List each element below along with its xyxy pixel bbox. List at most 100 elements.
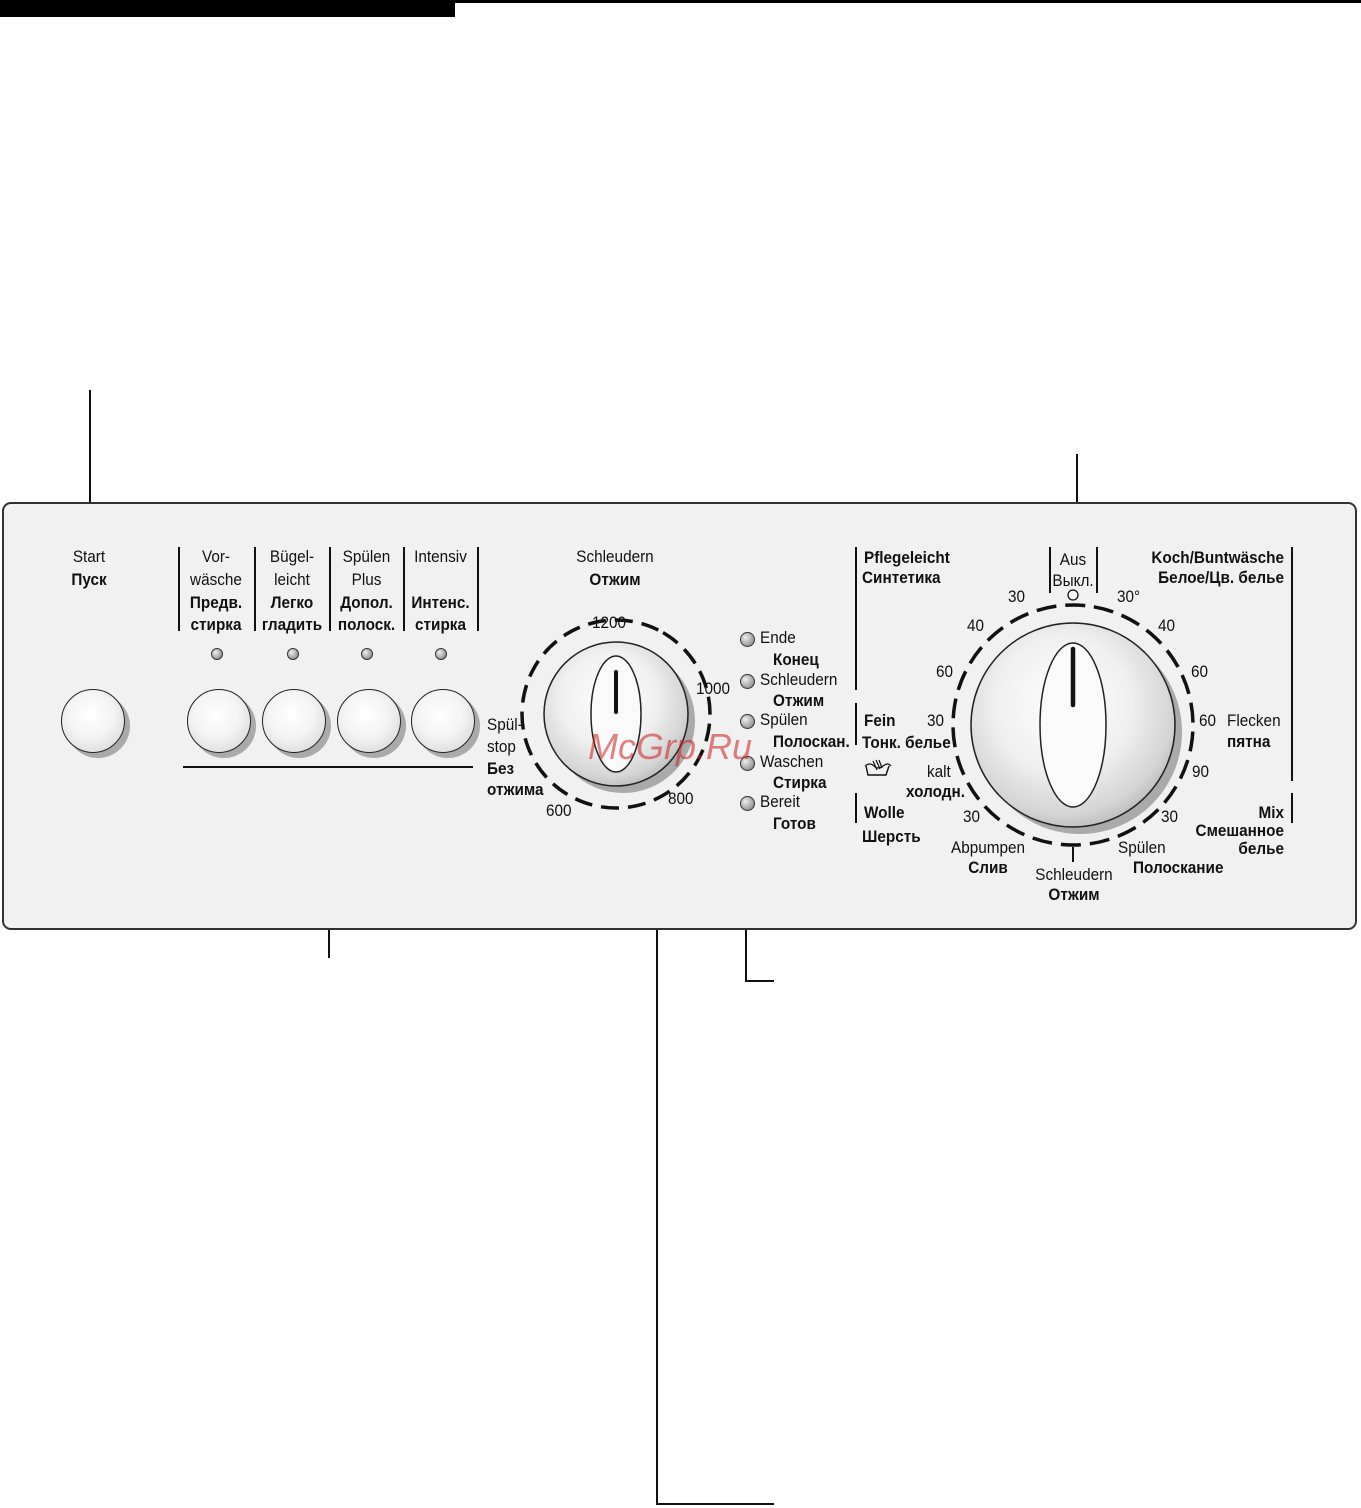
callout-line-spin xyxy=(656,820,658,1504)
option-divider xyxy=(254,547,256,631)
option-easyiron-ru2: гладить xyxy=(261,615,323,634)
status-schleudern-de: Schleudern xyxy=(760,670,838,689)
status-ende-ru: Конец xyxy=(773,650,819,669)
status-waschen-de: Waschen xyxy=(760,752,824,771)
status-lamp-bereit xyxy=(740,796,755,811)
option-divider xyxy=(477,547,479,631)
program-mix-ru1: Смешанное xyxy=(1195,821,1284,840)
spin-title-de: Schleudern xyxy=(576,547,654,566)
program-abpumpen-de: Abpumpen xyxy=(950,838,1025,857)
program-temp-label: 30 xyxy=(927,711,945,730)
option-intensive-ru2: стирка xyxy=(415,615,466,634)
status-bereit-de: Bereit xyxy=(760,792,800,811)
option-rinseplus-de2: Plus xyxy=(351,570,382,589)
start-button[interactable] xyxy=(61,689,125,753)
option-rinseplus-ru1: Допол. xyxy=(340,593,393,612)
program-temp-label: 60 xyxy=(1199,711,1217,730)
spin-selector-knob[interactable] xyxy=(520,610,720,810)
program-temp-label: 30° xyxy=(1117,587,1141,606)
program-temp-label: 90 xyxy=(1192,762,1210,781)
program-temp-label: 30 xyxy=(1161,807,1179,826)
status-schleudern-ru: Отжим xyxy=(773,691,825,710)
option-easyiron-de2: leicht xyxy=(274,570,310,589)
program-off-ru: Выкл. xyxy=(1052,571,1094,590)
program-fein-ru: Тонк. белье xyxy=(862,733,951,752)
program-fein-de: Fein xyxy=(864,711,896,730)
callout-line-spin-foot xyxy=(656,1503,774,1505)
program-pflege-de: Pflegeleicht xyxy=(864,548,950,567)
program-schleudern-de: Schleudern xyxy=(1035,865,1113,884)
callout-line-program xyxy=(1076,454,1078,540)
header-bar xyxy=(0,0,455,17)
status-lamp-waschen xyxy=(740,756,755,771)
program-koch-de: Koch/Buntwäsche xyxy=(1151,548,1284,567)
rinseplus-button[interactable] xyxy=(337,689,401,753)
program-kalt-de: kalt xyxy=(927,762,951,781)
program-divider xyxy=(855,793,857,823)
start-label-ru: Пуск xyxy=(71,570,107,589)
program-schleudern-ru: Отжим xyxy=(1048,885,1100,904)
option-prewash-ru1: Предв. xyxy=(189,593,243,612)
program-divider xyxy=(1291,547,1293,781)
start-label-de: Start xyxy=(72,547,106,566)
status-lamp-spuelen xyxy=(740,714,755,729)
intensive-button[interactable] xyxy=(411,689,475,753)
program-abpumpen-ru: Слив xyxy=(968,858,1008,877)
program-divider xyxy=(855,703,857,745)
option-rinseplus-de1: Spülen xyxy=(342,547,391,566)
program-divider xyxy=(1291,793,1293,823)
spin-rinsestop-ru2: отжима xyxy=(487,780,544,799)
option-prewash-ru2: стирка xyxy=(190,615,242,634)
spin-rinsestop-ru1: Без xyxy=(487,759,515,778)
status-lamp-ende xyxy=(740,632,755,647)
program-temp-label: 60 xyxy=(1191,662,1209,681)
program-temp-label: 30 xyxy=(1008,587,1026,606)
prewash-button[interactable] xyxy=(187,689,251,753)
spin-rinsestop-de2: stop xyxy=(487,737,516,756)
option-easyiron-ru1: Легко xyxy=(270,593,314,612)
program-kalt-ru: холодн. xyxy=(906,782,965,801)
option-intensive-de1: Intensiv xyxy=(414,547,467,566)
status-waschen-ru: Стирка xyxy=(773,773,827,792)
option-intensive-ru1: Интенс. xyxy=(411,593,470,612)
program-divider xyxy=(1049,547,1051,593)
option-group-bracket xyxy=(183,766,473,768)
callout-line-start xyxy=(89,390,91,535)
program-wolle-de: Wolle xyxy=(864,803,905,822)
program-flecken-de: Flecken xyxy=(1227,711,1281,730)
status-spuelen-de: Spülen xyxy=(760,710,808,729)
status-spuelen-ru: Полоскан. xyxy=(773,732,850,751)
program-mix-de: Mix xyxy=(1258,803,1284,822)
spin-rinsestop-de1: Spül- xyxy=(487,715,523,734)
option-intensive-led xyxy=(435,648,447,660)
header-rule xyxy=(455,0,1361,3)
option-divider xyxy=(403,547,405,631)
option-easyiron-de1: Bügel- xyxy=(269,547,315,566)
program-wolle-ru: Шерсть xyxy=(862,827,921,846)
program-koch-ru: Белое/Цв. белье xyxy=(1158,568,1284,587)
option-divider xyxy=(329,547,331,631)
option-rinseplus-led xyxy=(361,648,373,660)
option-divider xyxy=(178,547,180,631)
spin-title-ru: Отжим xyxy=(589,570,641,589)
program-divider xyxy=(1096,547,1098,593)
program-temp-label: 40 xyxy=(967,616,985,635)
program-temp-label: 60 xyxy=(936,662,954,681)
spin-600-label: 600 xyxy=(546,801,572,820)
callout-line-status-foot xyxy=(745,980,774,982)
handwash-icon xyxy=(864,759,892,776)
program-spuelen-ru: Полоскание xyxy=(1133,858,1224,877)
status-bereit-ru: Готов xyxy=(773,814,816,833)
program-off-de: Aus xyxy=(1059,550,1087,569)
option-easyiron-led xyxy=(287,648,299,660)
watermark-text: McGrp.Ru xyxy=(588,726,753,767)
option-prewash-de2: wäsche xyxy=(190,570,242,589)
spin-1200-label: 1200 xyxy=(592,613,627,632)
status-lamp-schleudern xyxy=(740,674,755,689)
spin-800-label: 800 xyxy=(668,789,694,808)
program-spuelen-de: Spülen xyxy=(1118,838,1166,857)
program-selector-knob[interactable] xyxy=(940,585,1210,865)
option-rinseplus-ru2: полоск. xyxy=(337,615,396,634)
option-prewash-led xyxy=(211,648,223,660)
easyiron-button[interactable] xyxy=(262,689,326,753)
